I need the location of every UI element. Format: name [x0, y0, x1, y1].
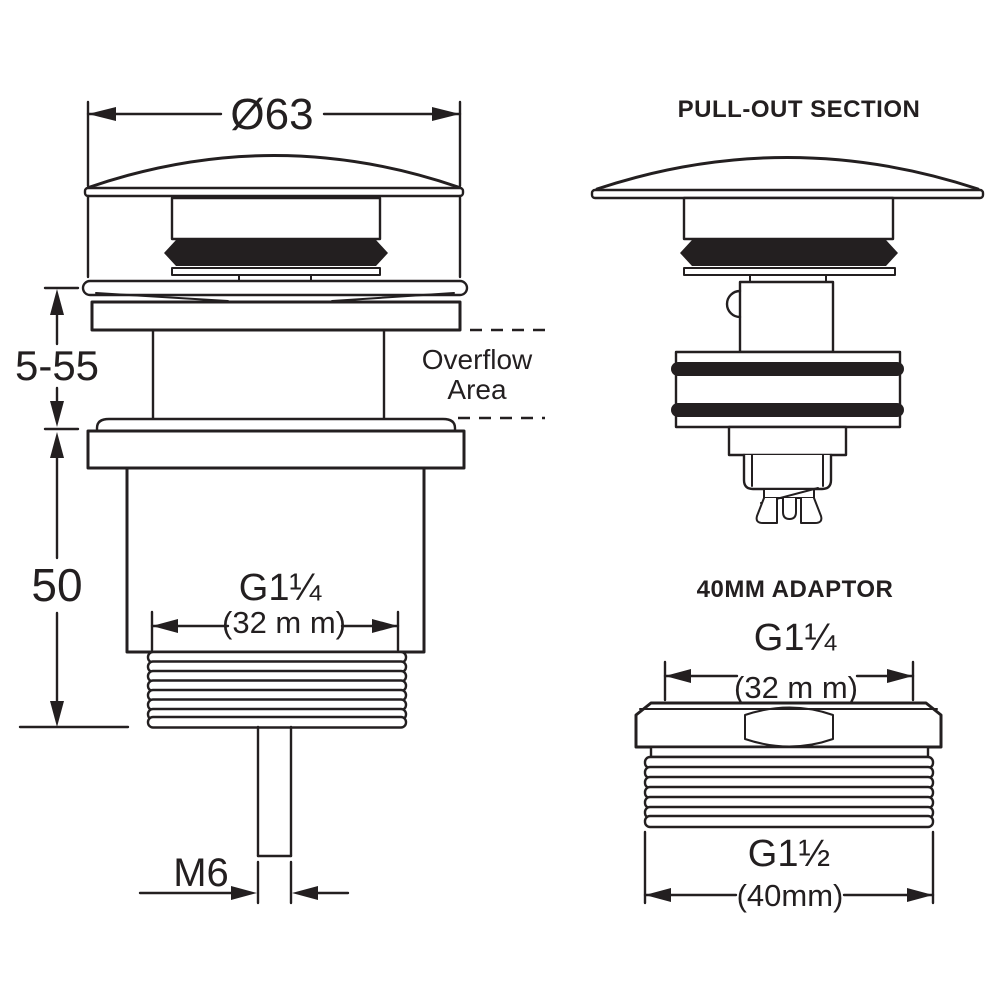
pullout-section-drawing: PULL-OUT SECTION — [590, 96, 985, 524]
dim-diameter-63: Ø63 — [86, 90, 462, 188]
thread-ridges — [146, 650, 408, 729]
adaptor-step — [649, 745, 930, 759]
arrowhead-right-icon — [372, 619, 398, 633]
thread-size-label: G1¼ — [239, 567, 323, 609]
oring-lower — [671, 403, 904, 417]
arrowhead-left-icon — [152, 619, 178, 633]
oring-cylinder — [671, 350, 904, 429]
plug-body — [164, 196, 388, 282]
pullout-step-block — [727, 425, 848, 457]
dim-thread-32mm: G1¼ (32 m m) — [150, 567, 400, 652]
hex-nut — [634, 701, 943, 749]
arrowhead-down-icon — [50, 701, 64, 727]
top-flange — [90, 300, 462, 332]
pullout-cap-dome — [590, 156, 985, 200]
top-washer — [81, 279, 469, 302]
cap-dome — [83, 154, 465, 279]
retainer-clip — [755, 487, 823, 524]
screw-size-label: M6 — [173, 851, 229, 895]
arrowhead-left-icon — [292, 886, 318, 900]
dim-adaptor-40mm: G1½ (40mm) — [643, 830, 935, 913]
clip-bump — [725, 289, 742, 319]
dim-screw-m6: M6 — [138, 851, 350, 905]
overflow-area-annotation: Overflow Area — [422, 328, 545, 420]
arrowhead-down-icon — [50, 401, 64, 427]
dim-body-height-50: 50 — [18, 432, 130, 729]
adaptor-bottom-thread-label: G1½ — [748, 833, 830, 875]
arrowhead-right-icon — [887, 669, 913, 683]
overflow-column — [151, 328, 386, 421]
seal-ring — [680, 240, 898, 266]
body-height-label: 50 — [31, 559, 82, 611]
seal-ring — [164, 240, 388, 266]
adaptor-bottom-thread-mm-label: (40mm) — [737, 878, 844, 913]
clamp-range-label: 5-55 — [15, 342, 99, 389]
m6-rod — [256, 725, 293, 858]
adaptor-drawing: 40MM ADAPTOR G1¼ (32 m m) — [634, 576, 943, 913]
overflow-area-label-line1: Overflow — [422, 344, 533, 375]
lower-washer — [95, 417, 457, 433]
overflow-area-label-line2: Area — [447, 374, 507, 405]
arrowhead-left-icon — [665, 669, 691, 683]
main-waste-drawing: Ø63 — [15, 90, 545, 905]
adaptor-title: 40MM ADAPTOR — [697, 576, 894, 603]
pullout-neck — [725, 280, 835, 354]
arrowhead-left-icon — [88, 107, 116, 121]
backnut-flange — [86, 429, 466, 470]
pullout-plug-body — [680, 196, 898, 283]
thread-size-mm-label: (32 m m) — [222, 605, 346, 640]
arrowhead-right-icon — [231, 886, 257, 900]
arrowhead-right-icon — [432, 107, 460, 121]
hex-face — [744, 706, 834, 748]
oring-upper — [671, 362, 904, 376]
adaptor-threads — [643, 755, 935, 829]
adaptor-top-thread-mm-label: (32 m m) — [734, 670, 858, 705]
arrowhead-right-icon — [907, 888, 933, 902]
diameter-label: Ø63 — [230, 90, 313, 139]
dim-adaptor-32mm: G1¼ (32 m m) — [663, 617, 915, 705]
arrowhead-left-icon — [645, 888, 671, 902]
adaptor-top-thread-label: G1¼ — [754, 617, 838, 659]
dim-overflow-range: 5-55 — [15, 286, 99, 431]
pullout-tail — [742, 453, 833, 491]
pullout-section-title: PULL-OUT SECTION — [678, 96, 921, 123]
